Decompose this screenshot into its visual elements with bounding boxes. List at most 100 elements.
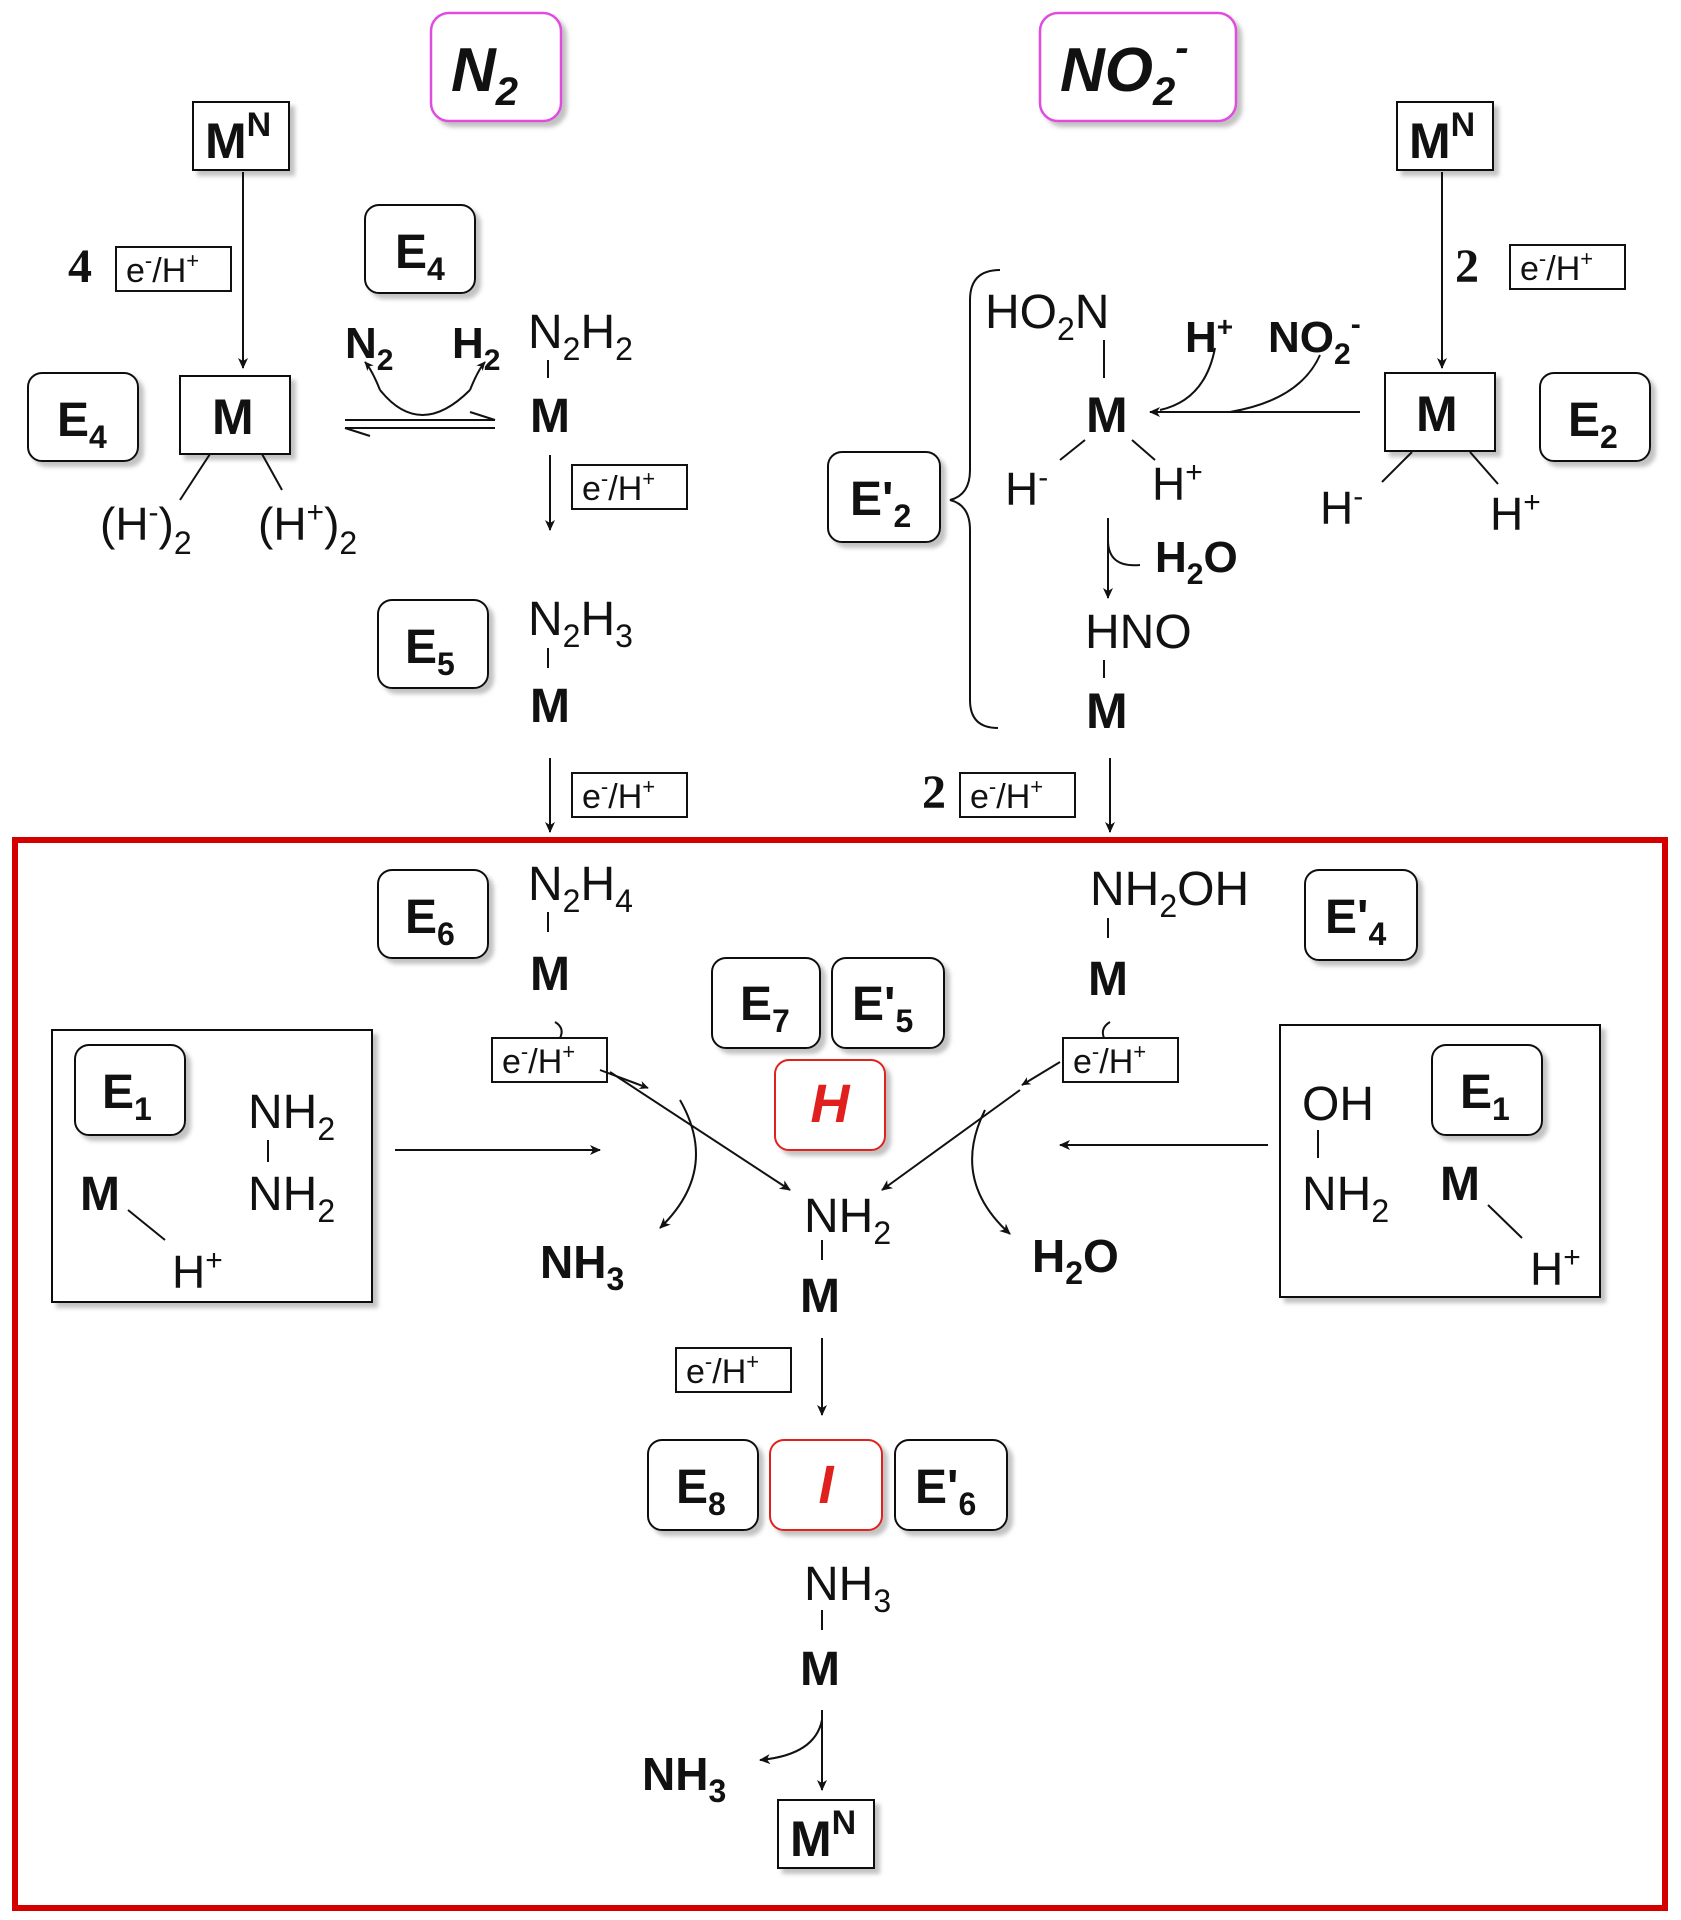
- nh3-bound-label: NH3: [804, 1558, 891, 1619]
- nh2oh-label: NH2OH: [1090, 863, 1249, 924]
- state-e8-box: E8: [647, 1439, 759, 1531]
- nitrite-label: NO: [1060, 36, 1153, 105]
- arrow-release-nh3-left: [659, 1099, 697, 1229]
- hydride-e2: H-: [1320, 480, 1363, 534]
- equilibrium-arrows: [344, 361, 496, 437]
- svg-text:e-/H+: e-/H+: [686, 1349, 759, 1391]
- n2h4-label: N2H4: [528, 858, 633, 919]
- h2o-released-right: H2O: [1032, 1230, 1119, 1291]
- metal-n2h3: M: [530, 680, 570, 733]
- resting-state-mn-top-right: MN: [1396, 101, 1494, 171]
- svg-text:e-/H+: e-/H+: [502, 1039, 575, 1081]
- state-e2prime-box: E'2: [827, 451, 941, 543]
- svg-text:e-/H+: e-/H+: [1520, 246, 1593, 288]
- e-h-box-nh2: e-/H+: [675, 1347, 792, 1393]
- metal-n2h2: M: [530, 390, 570, 443]
- arrow-release-h2o-right: [971, 1109, 1011, 1235]
- n2h3-label: N2H3: [528, 593, 633, 654]
- svg-text:MN: MN: [205, 106, 271, 169]
- n2-released-label: N2: [345, 319, 393, 377]
- svg-text:E'5: E'5: [852, 978, 913, 1039]
- arrow-n2h4-to-nh2: [609, 1071, 791, 1191]
- metal-nh3: M: [800, 1643, 840, 1696]
- svg-text:MN: MN: [790, 1804, 856, 1867]
- hno-label: HNO: [1085, 606, 1192, 659]
- water-released-small: H2O: [1155, 533, 1238, 591]
- state-e4prime-box: E'4: [1304, 869, 1418, 961]
- svg-text:E2: E2: [1568, 394, 1618, 455]
- svg-text:E4: E4: [395, 226, 445, 287]
- svg-text:H+: H+: [172, 1244, 223, 1298]
- convergence-highlight-frame: [12, 837, 1668, 1911]
- e-h-box-n2h3: e-/H+: [571, 772, 688, 818]
- substrate-nitrite-box: NO2-: [1038, 11, 1238, 123]
- brace-e2prime: [949, 269, 1001, 729]
- metal-n2h4: M: [530, 948, 570, 1001]
- intermediate-h-box: H: [774, 1059, 886, 1151]
- svg-text:E4: E4: [57, 394, 107, 455]
- svg-text:M: M: [80, 1168, 120, 1221]
- svg-text:e-/H+: e-/H+: [582, 466, 655, 508]
- state-e6prime-box: E'6: [894, 1439, 1008, 1531]
- state-e5prime-box: E'5: [831, 957, 945, 1049]
- electron-count-2-top: 2: [1455, 240, 1479, 293]
- e-h-box-top-left: e-/H+: [115, 246, 232, 292]
- nh3-released-final: NH3: [642, 1748, 726, 1809]
- resting-state-mn-top-left: MN: [192, 101, 290, 171]
- svg-text:NO2-: NO2-: [1060, 26, 1189, 114]
- svg-text:E8: E8: [676, 1461, 726, 1522]
- svg-text:I: I: [818, 1455, 834, 1515]
- intermediate-i-box: I: [769, 1439, 883, 1531]
- svg-text:M: M: [212, 389, 254, 445]
- svg-text:M: M: [1440, 1158, 1480, 1211]
- state-e4-top-box: E4: [364, 204, 476, 294]
- bond-hydride-left: [179, 453, 211, 501]
- svg-text:NH2: NH2: [248, 1168, 335, 1229]
- substrate-n2-box: N2: [429, 11, 563, 123]
- svg-text:E'6: E'6: [915, 1461, 976, 1522]
- svg-text:E'4: E'4: [1325, 891, 1386, 952]
- svg-text:E'2: E'2: [850, 473, 911, 534]
- svg-text:NH2: NH2: [1302, 1168, 1389, 1229]
- resting-state-mn-bottom: MN: [777, 1799, 875, 1869]
- e-h-box-top-right: e-/H+: [1509, 244, 1626, 290]
- bond-proton-left: [261, 453, 283, 491]
- e-h-box-n2h2: e-/H+: [571, 464, 688, 510]
- metal-nh2oh: M: [1088, 953, 1128, 1006]
- state-e2-box: E2: [1539, 372, 1651, 462]
- metal-hydride-e2-box: M: [1384, 372, 1496, 452]
- proton-nitrite: H+: [1152, 456, 1203, 510]
- svg-text:e-/H+: e-/H+: [970, 774, 1043, 816]
- arrow-nh2oh-to-nh2: [881, 1089, 1021, 1191]
- metal-hydride-e4-box: M: [179, 375, 291, 455]
- state-e7-box: E7: [711, 957, 821, 1049]
- svg-text:NH2: NH2: [248, 1086, 335, 1147]
- svg-text:E7: E7: [740, 978, 790, 1039]
- state-e4-left-box: E4: [27, 372, 139, 462]
- svg-text:E5: E5: [405, 621, 455, 682]
- nitrite-in-label: NO2-: [1268, 308, 1361, 371]
- proton-pair-label: (H+)2: [258, 496, 357, 561]
- svg-text:H: H: [811, 1074, 851, 1134]
- svg-text:H+: H+: [1530, 1241, 1581, 1295]
- e-h-box-nh2oh: e-/H+: [1062, 1037, 1179, 1083]
- svg-text:E6: E6: [405, 891, 455, 952]
- state-e5-box: E5: [377, 599, 489, 689]
- svg-text:OH: OH: [1302, 1078, 1374, 1131]
- svg-text:MN: MN: [1409, 106, 1475, 169]
- svg-text:E1: E1: [102, 1066, 152, 1127]
- metal-nitrite-complex: M: [1086, 387, 1128, 443]
- svg-text:M: M: [1416, 386, 1458, 442]
- svg-text:e-/H+: e-/H+: [582, 774, 655, 816]
- e-h-box-hno: e-/H+: [959, 772, 1076, 818]
- side-box-left-hydrazine: E1 NH2 NH2 M H+: [51, 1029, 373, 1303]
- hydride-pair-label: (H-)2: [100, 496, 192, 561]
- svg-text:N2: N2: [451, 36, 518, 114]
- side-box-right-hydroxylamine: E1 OH NH2 M H+: [1279, 1024, 1601, 1298]
- nh2-label: NH2: [804, 1190, 891, 1251]
- svg-text:e-/H+: e-/H+: [126, 248, 199, 290]
- nh3-released-left: NH3: [540, 1236, 624, 1297]
- metal-hno: M: [1086, 683, 1128, 739]
- metal-nh2: M: [800, 1270, 840, 1323]
